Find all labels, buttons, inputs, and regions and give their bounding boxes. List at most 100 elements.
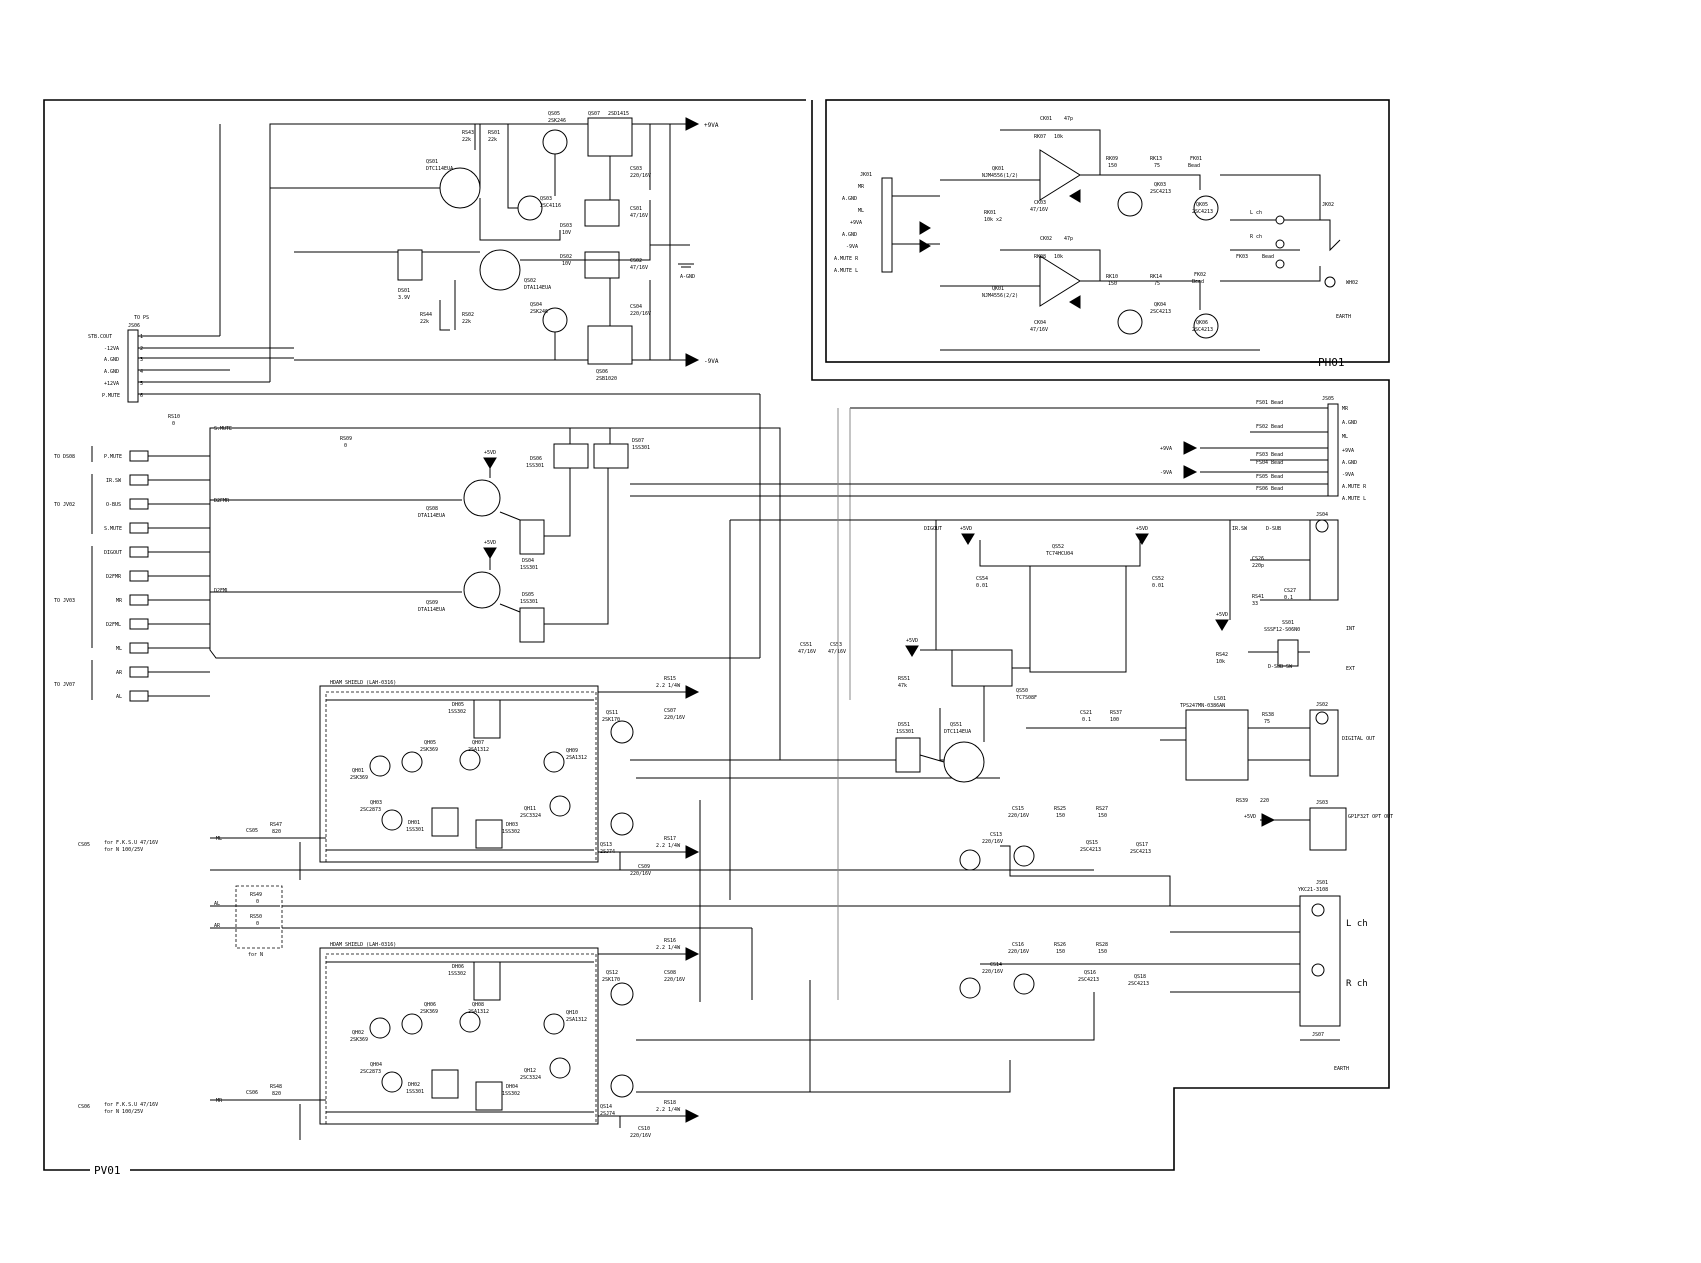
- transistor-qs08: [463, 479, 501, 517]
- note-rs49: RS49: [250, 892, 262, 898]
- value-ds01: 3.9V: [398, 295, 410, 301]
- value-rk13: 75: [1154, 163, 1160, 169]
- label-jack-earth: EARTH: [1334, 1066, 1349, 1072]
- label-qk01a: QK01: [992, 166, 1004, 172]
- label-dh01: DH01: [408, 820, 420, 826]
- label-js04: JS04: [1316, 512, 1328, 518]
- value-cs26: 220p: [1252, 563, 1264, 569]
- js05-bead-2: FS02 Bead: [1256, 424, 1283, 430]
- diode-ds07: [593, 443, 629, 469]
- port-ar: [129, 666, 149, 678]
- value-qs06: 2SB1020: [596, 376, 617, 382]
- label-rs02: RS02: [462, 312, 474, 318]
- transistor-qs03: [517, 195, 543, 221]
- value-qs07: 2SD1415: [608, 111, 629, 117]
- switch-ss01: [1277, 639, 1299, 667]
- conn-dest-jv07: TO JV07: [54, 682, 75, 688]
- digital-p5vd-1: +5VD: [960, 526, 972, 532]
- rail-label-m9va-top: -9VA: [704, 358, 719, 365]
- js05-labels: JS05 MR A.GND ML +9VA A.GND -9VA A.MUTE …: [1160, 396, 1367, 502]
- value-qh02: 2SK369: [350, 1037, 368, 1043]
- label-rs15: RS15: [664, 676, 676, 682]
- label-rk07: RK07: [1034, 134, 1046, 140]
- note-cs06-ref: CS06: [78, 1104, 90, 1110]
- ic-qs50: [951, 649, 1013, 687]
- net-ml: ML: [216, 836, 222, 842]
- js05-pin-3: ML: [1342, 434, 1348, 440]
- jk01-pin-2: A.GND: [842, 196, 857, 202]
- value-dh04: 1SS302: [502, 1091, 520, 1097]
- label-ss01: SS01: [1282, 620, 1294, 626]
- jk01-pin-8: A.MUTE L: [834, 268, 858, 274]
- digital-p5vd-5: +5VD: [1244, 814, 1256, 820]
- ph01-section: [881, 129, 1341, 351]
- label-cs08: CS08: [664, 970, 676, 976]
- power-part-labels: QS01 DTC114EUA QS02 DTA114EUA QS03 2SC41…: [168, 111, 651, 449]
- value-dh03: 1SS302: [502, 829, 520, 835]
- port-mr: [129, 594, 149, 606]
- value-rs26: 150: [1056, 949, 1065, 955]
- js06-pin4-num: 4: [140, 369, 143, 375]
- digital-section: [729, 519, 1347, 1041]
- port-s-mute: [129, 522, 149, 534]
- label-cs21: CS21: [1080, 710, 1092, 716]
- transformer-ls01: [1185, 709, 1249, 781]
- hdam-block-lower: [319, 947, 599, 1125]
- label-rs51: RS51: [898, 676, 910, 682]
- label-cs01: CS01: [630, 206, 642, 212]
- mute-labels: +5VD +5VD DS06 1SS301 DS07 1SS301 QS08 D…: [418, 438, 650, 613]
- port-al: [129, 690, 149, 702]
- label-p5vd-2: +5VD: [484, 540, 496, 546]
- value-qk03: 2SC4213: [1150, 189, 1171, 195]
- value-rs39: 220: [1260, 798, 1269, 804]
- label-dh05: DH05: [452, 702, 464, 708]
- label-cs26: CS26: [1252, 556, 1264, 562]
- note-for-n: for N: [248, 952, 263, 958]
- ic-qs52: [1029, 565, 1127, 673]
- value-qh12: 2SC3324: [520, 1075, 541, 1081]
- conn-line-ir-sw: IR.SW: [106, 478, 122, 484]
- value-ss01: SSSF12-S06N0: [1264, 627, 1300, 633]
- jk01-pin-4: +9VA: [850, 220, 862, 226]
- label-qk04: QK04: [1154, 302, 1166, 308]
- label-qh08: QH08: [472, 1002, 484, 1008]
- label-jack-lch: L ch: [1346, 919, 1368, 929]
- transistor-qs02: [479, 249, 521, 291]
- diode-ds51: [895, 737, 921, 773]
- label-qh10: QH10: [566, 1010, 578, 1016]
- value-qh07: 2SA1312: [468, 747, 489, 753]
- value-rk07: 10k: [1054, 134, 1063, 140]
- value-qk04: 2SC4213: [1150, 309, 1171, 315]
- value-qk01a: NJM4556(1/2): [982, 173, 1018, 179]
- value-ds02: 10V: [562, 261, 571, 267]
- js06-pin-labels: STB.COUT 1 -12VA 2 A.GND 3 A.GND 4 +12VA…: [88, 334, 143, 399]
- js05-pin-1: MR: [1342, 406, 1349, 412]
- value-rk10: 150: [1108, 281, 1117, 287]
- value-rs44: 22k: [420, 319, 429, 325]
- value-cs09: 220/16V: [630, 871, 651, 877]
- value-dh02: 1SS301: [406, 1089, 424, 1095]
- js06-pin2-label: -12VA: [104, 346, 119, 352]
- label-qh07: QH07: [472, 740, 484, 746]
- value-cs13: 220/16V: [982, 839, 1003, 845]
- value-cs54: 0.01: [976, 583, 988, 589]
- js06-pin4-label: A.GND: [104, 369, 119, 375]
- value-ck01: 47p: [1064, 116, 1073, 122]
- label-rs38: RS38: [1262, 712, 1274, 718]
- value-rs42: 10k: [1216, 659, 1225, 665]
- jk01-pin-6: -9VA: [846, 244, 858, 250]
- conn-line-mr: MR: [116, 598, 123, 604]
- mute-section: S.MUTE D2FMR D2FML: [210, 426, 629, 643]
- label-qs50: QS50: [1016, 688, 1028, 694]
- js05-bead-3: FS03 Bead: [1256, 452, 1283, 458]
- diode-ds04: [519, 519, 545, 555]
- ph01-earth: EARTH: [1336, 314, 1351, 320]
- digital-part-labels: QS52 TC74HCU04 QS50 TC7S08F QS51 DTC114E…: [798, 512, 1328, 1038]
- label-fk03: FK03: [1236, 254, 1248, 260]
- ph01-labels: JK01 MR A.GND ML +9VA A.GND -9VA A.MUTE …: [834, 116, 1358, 333]
- label-rs09: RS09: [340, 436, 352, 442]
- label-js07: JS07: [1312, 1032, 1324, 1038]
- value-qh06: 2SK369: [420, 1009, 438, 1015]
- label-cs03: CS03: [630, 166, 642, 172]
- value-rs28: 150: [1098, 949, 1107, 955]
